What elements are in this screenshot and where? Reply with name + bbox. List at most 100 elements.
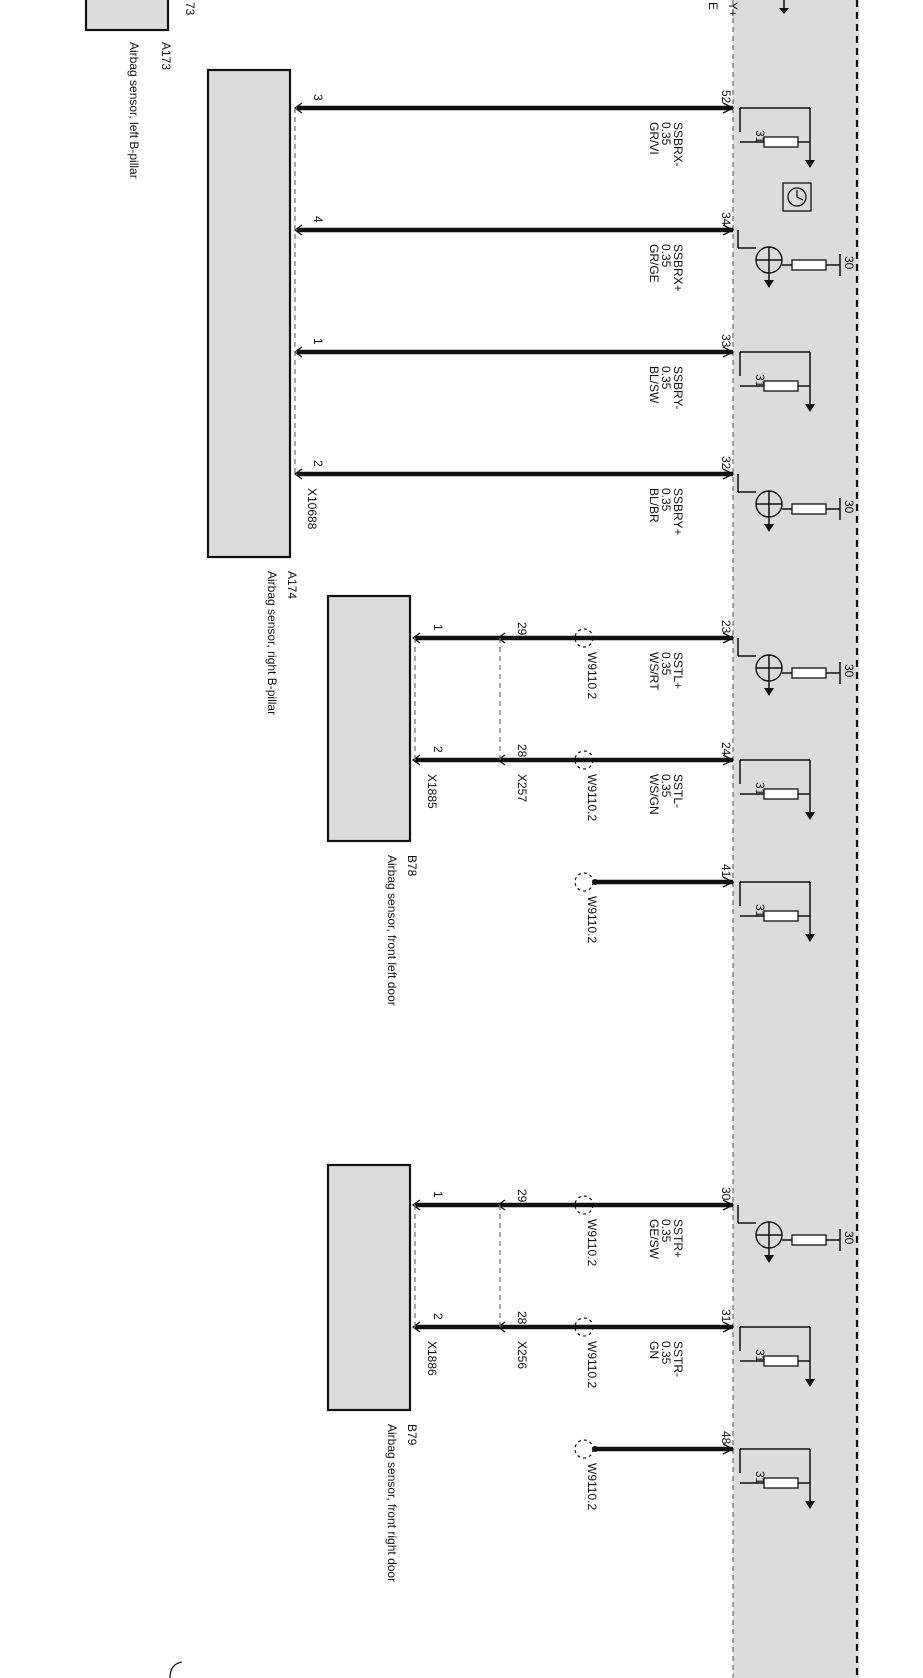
wire-color-label: GR/VI: [647, 122, 661, 155]
sensor-pin-number: 1: [431, 624, 445, 631]
termination-30: 30: [737, 474, 856, 532]
sensor-pin-number: 3: [311, 94, 325, 101]
ground-arrow-icon: [805, 812, 815, 820]
sensor-connector-label: X1886: [425, 1341, 439, 1376]
supply-label: 30: [842, 256, 856, 270]
termination-31: 31: [739, 1448, 815, 1509]
clock-icon-frame: [782, 182, 812, 212]
shield-label: W9110.2: [585, 896, 599, 943]
sensor-module-box: [206, 68, 292, 559]
component-id: B78: [405, 855, 419, 877]
sensor-module-box: [84, 0, 170, 32]
wire-connector-mark: [722, 468, 735, 480]
wire-signal-label: SSBRY+: [671, 488, 685, 535]
termination-31: 31: [739, 107, 815, 168]
wire-color-label: GN: [647, 1341, 661, 1359]
sensor-pin-number: 2: [431, 746, 445, 753]
wire-gauge-label: 0.35: [659, 366, 673, 390]
sensor-connector-mark: [293, 468, 303, 480]
inline-connector-mark: [496, 1199, 506, 1211]
sensor-pin-number: 1: [311, 338, 325, 345]
wire-color-label: GE/SW: [647, 1219, 661, 1260]
shield-marker: [574, 1317, 594, 1337]
control-unit-top-arrow: [779, 8, 789, 14]
resistor-icon: [763, 136, 799, 148]
sensor-connector-label: X10688: [305, 488, 319, 530]
control-unit-body: [733, 0, 859, 1678]
shield-label: W9110.2: [585, 774, 599, 821]
ground-arrow-icon: [805, 1379, 815, 1387]
sensor-pin-number: 1: [431, 1191, 445, 1198]
ecu-pin-number: 30: [719, 1187, 733, 1201]
resistor-icon: [763, 910, 799, 922]
resistor-icon: [763, 1355, 799, 1367]
inline-connector-mark: [496, 632, 506, 644]
inline-pin-number: 28: [515, 1311, 529, 1325]
page-edge-mark: [169, 1661, 183, 1678]
resistor-icon: [791, 1234, 827, 1246]
control-unit-section: Y+E: [706, 0, 859, 1678]
shield-label: W9110.2: [585, 652, 599, 699]
ground-arrow-icon: [805, 934, 815, 942]
ground-arrow-icon: [764, 688, 774, 696]
shield-pigtail-dot: [592, 879, 598, 885]
clock-icon: [782, 182, 812, 212]
wire-color-label: BL/SW: [647, 366, 661, 404]
resistor-icon: [791, 503, 827, 515]
component-description: Airbag sensor, front left door: [385, 855, 399, 1006]
shield-pigtail-dot: [592, 1446, 598, 1452]
ground-arrow-icon: [805, 160, 815, 168]
wire-connector-mark: [722, 1199, 735, 1211]
termination-30: 30: [737, 1205, 856, 1263]
termination-31: 31: [739, 759, 815, 820]
inline-connector-label: X257: [515, 774, 529, 802]
inline-pin-number: 28: [515, 744, 529, 758]
wire-signal-label: SSBRX+: [671, 244, 685, 292]
ground-arrow-icon: [764, 280, 774, 288]
component-description: Airbag sensor, front right door: [385, 1424, 399, 1582]
ground-arrow-icon: [805, 404, 815, 412]
ground-arrow-icon: [764, 524, 774, 532]
component-description: Airbag sensor, right B-pillar: [265, 571, 279, 715]
wire-color-label: WS/RT: [647, 652, 661, 691]
wire-signal-label: SSBRX-: [671, 122, 685, 167]
shield-label: W9110.2: [585, 1341, 599, 1388]
ecu-pin-number: 32: [719, 456, 733, 470]
ecu-pin-number: 41: [719, 864, 733, 878]
termination-30: 30: [737, 230, 856, 288]
ground-arrow-icon: [764, 1255, 774, 1263]
shield-marker: [574, 628, 594, 648]
component-id: A173: [159, 42, 173, 70]
ground-label: 31: [753, 130, 767, 144]
termination-31: 31: [739, 881, 815, 942]
supply-label: 30: [842, 1231, 856, 1245]
sensor-connector-mark: [411, 632, 421, 644]
ground-label: 31: [753, 782, 767, 796]
wire-connector-mark: [722, 1443, 735, 1455]
inline-connector-label: X256: [515, 1341, 529, 1369]
wire-connector-mark: [722, 1321, 735, 1333]
wire-signal-label: SSTL+: [671, 652, 685, 689]
wire-connector-mark: [722, 346, 735, 358]
wire-gauge-label: 0.35: [659, 774, 673, 798]
sensor-pin-number: 2: [311, 460, 325, 467]
clock-icon-face: [787, 187, 807, 207]
ground-arrow-icon: [805, 1501, 815, 1509]
wire-color-label: BL/BR: [647, 488, 661, 523]
wire-signal-label: SSTR-: [671, 1341, 685, 1377]
wire-signal-label: SSTR+: [671, 1219, 685, 1258]
shield-marker: [574, 750, 594, 770]
resistor-icon: [763, 788, 799, 800]
wire-connector-mark: [722, 224, 735, 236]
resistor-icon: [791, 667, 827, 679]
component-id: B79: [405, 1424, 419, 1446]
sensor-connector-mark: [411, 1321, 421, 1333]
wire-gauge-label: 0.35: [659, 1219, 673, 1243]
